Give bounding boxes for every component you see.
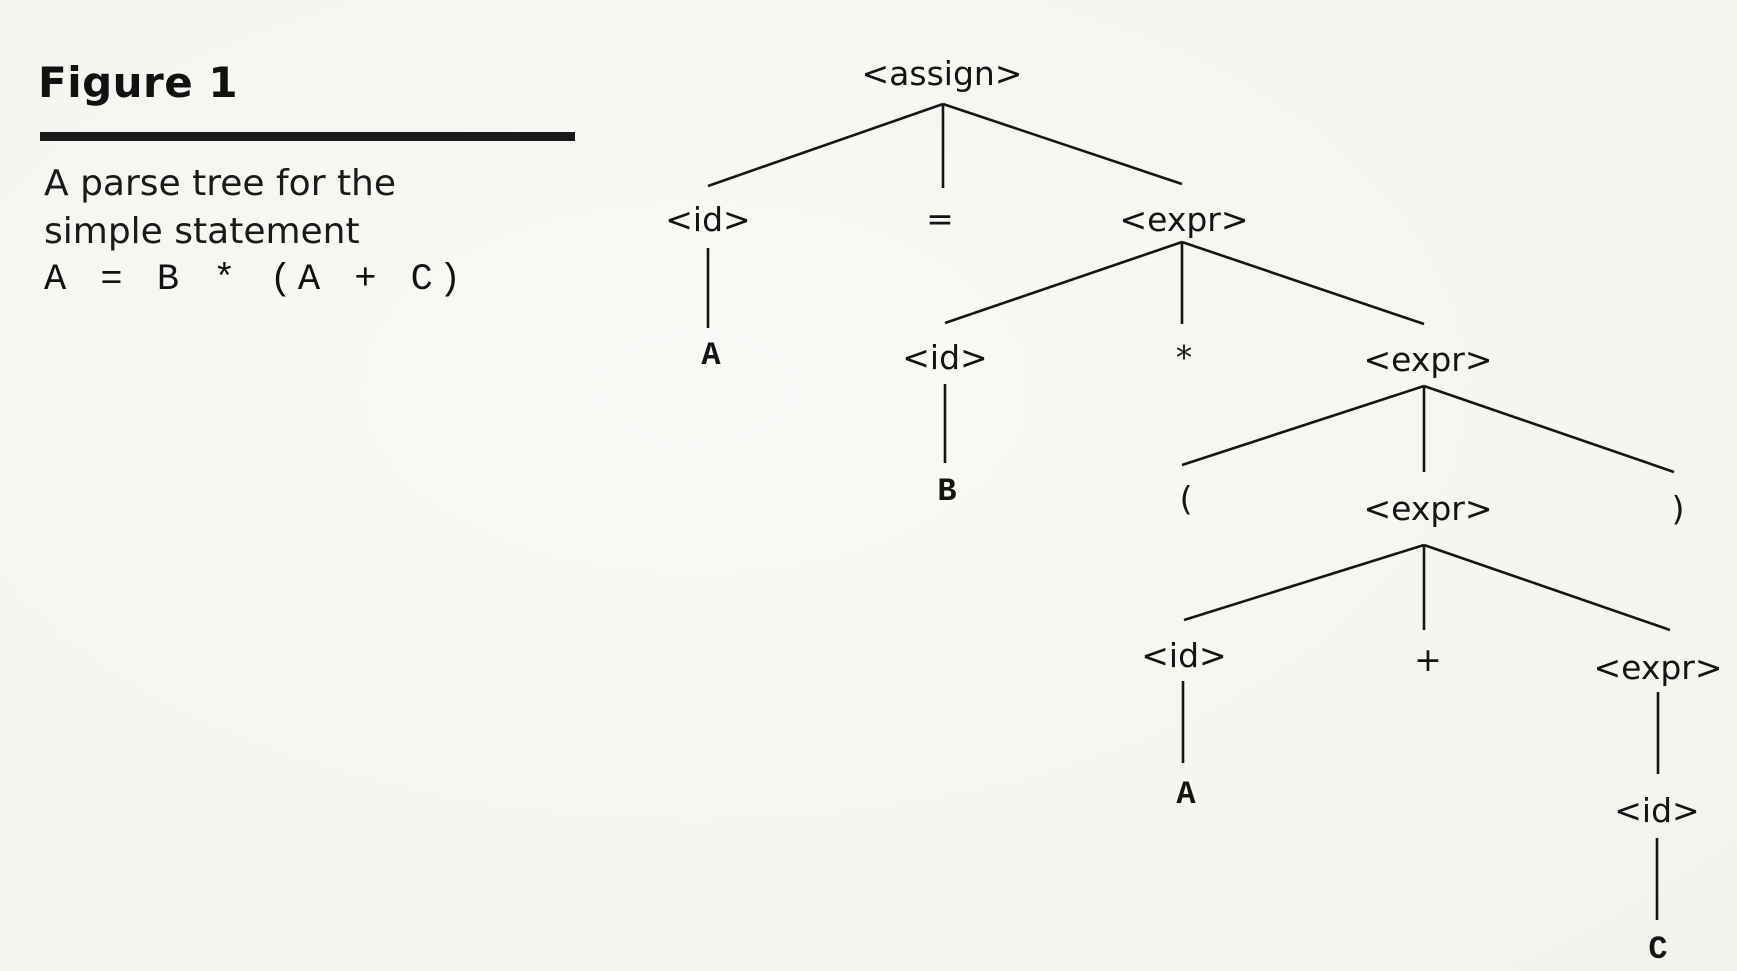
edge-expr3-expr4 <box>1423 543 1671 632</box>
node-id: <id> <box>1141 636 1226 675</box>
tree-edges <box>706 102 1675 920</box>
title-rule <box>40 132 575 141</box>
node-plus: + <box>1414 640 1442 679</box>
edge-root-expr1 <box>942 102 1183 186</box>
node-expr: <expr> <box>1593 648 1722 687</box>
leaf-a: A <box>701 337 721 374</box>
tree-nodes: <assign> <id> = <expr> A <id> * <expr> B… <box>665 54 1722 968</box>
edge-expr3-id3 <box>1183 543 1425 622</box>
edge-expr1-expr2 <box>1181 240 1425 326</box>
node-id: <id> <box>902 338 987 377</box>
edge-expr2-lparen <box>1181 384 1425 467</box>
edge-root-id1 <box>707 102 944 188</box>
node-equals: = <box>926 199 954 238</box>
edge-expr2-rparen <box>1423 384 1675 474</box>
node-right-paren: ) <box>1672 489 1685 528</box>
node-expr: <expr> <box>1119 200 1248 239</box>
node-left-paren: ( <box>1180 479 1193 518</box>
node-expr: <expr> <box>1363 489 1492 528</box>
edge-expr1-id2 <box>944 240 1183 325</box>
figure-title: Figure 1 <box>38 58 239 107</box>
node-star: * <box>1176 338 1193 377</box>
caption-statement: A = B * (A + C) <box>44 259 468 301</box>
leaf-c: C <box>1648 931 1667 968</box>
caption-line-2: simple statement <box>44 211 360 252</box>
node-id: <id> <box>1614 791 1699 830</box>
leaf-b: B <box>937 473 956 510</box>
caption-line-1: A parse tree for the <box>44 163 397 204</box>
node-expr: <expr> <box>1363 340 1492 379</box>
leaf-a: A <box>1176 776 1196 813</box>
figure-caption: A parse tree for the simple statement A … <box>44 160 467 304</box>
node-assign: <assign> <box>862 54 1023 93</box>
node-id: <id> <box>665 200 750 239</box>
